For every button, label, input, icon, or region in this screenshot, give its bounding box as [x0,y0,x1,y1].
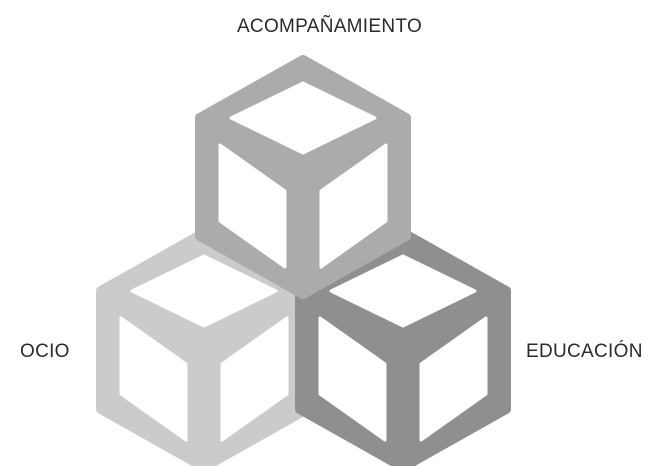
cube-acompanamiento [195,55,411,299]
label-educacion: EDUCACIÓN [526,341,643,362]
cube-top-face [229,81,377,155]
cube-left-face [119,316,188,442]
cube-left-face [318,316,387,442]
label-acompanamiento: ACOMPAÑAMIENTO [236,16,423,37]
cube-top-face [329,254,477,328]
cube-left-face [218,143,287,269]
cube-ocio [96,228,312,466]
cube-right-face [220,316,289,442]
cube-right-face [419,316,488,442]
cube-right-face [319,143,388,269]
cube-top-face [130,254,278,328]
label-ocio: OCIO [20,341,70,362]
